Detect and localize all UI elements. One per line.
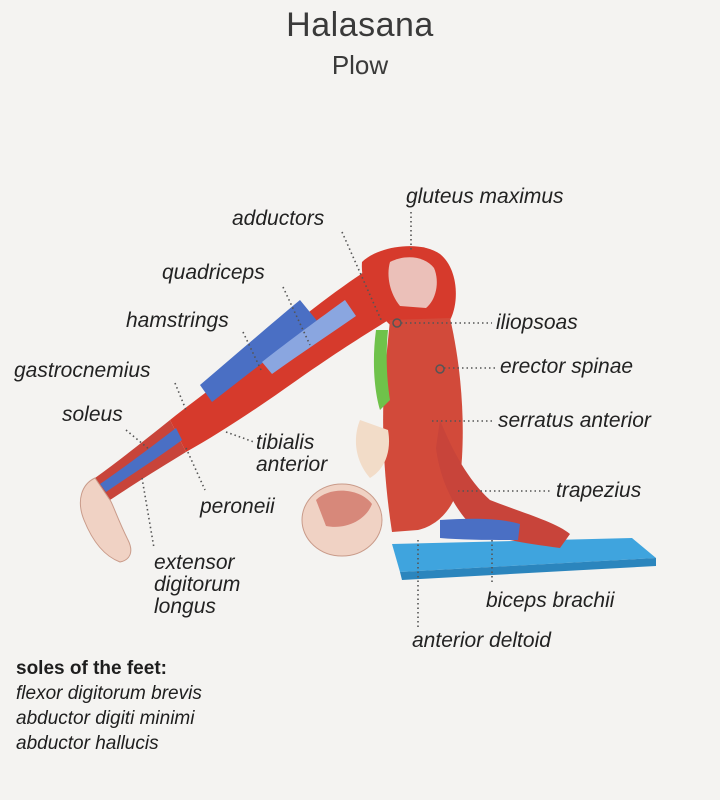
label-tibialis-anterior: tibialis anterior	[256, 432, 327, 476]
label-biceps-brachii: biceps brachii	[486, 589, 615, 612]
label-erector-spinae: erector spinae	[500, 355, 634, 378]
yoga-mat	[392, 538, 656, 572]
label-gastrocnemius: gastrocnemius	[14, 359, 151, 382]
label-iliopsoas: iliopsoas	[496, 311, 578, 334]
soles-heading: soles of the feet:	[16, 658, 167, 679]
label-adductors: adductors	[232, 207, 325, 230]
page-subtitle: Plow	[331, 50, 389, 80]
label-peroneii: peroneii	[200, 495, 275, 518]
label-tibialis-line-1: tibialis	[256, 431, 315, 454]
label-gluteus-maximus: gluteus maximus	[406, 185, 564, 208]
soles-item: abductor digiti minimi	[16, 708, 195, 729]
label-edl-line-1: extensor	[154, 551, 235, 574]
soles-item: flexor digitorum brevis	[16, 683, 202, 704]
label-edl-line-2: digitorum	[154, 573, 241, 596]
label-serratus-anterior: serratus anterior	[498, 409, 651, 432]
page-title: Halasana	[286, 6, 434, 44]
label-hamstrings: hamstrings	[126, 309, 229, 332]
soles-item: abductor hallucis	[16, 733, 159, 754]
arm	[436, 420, 570, 548]
soles-list: soles of the feet: flexor digitorum brev…	[16, 656, 202, 756]
label-soleus: soleus	[62, 403, 123, 426]
label-tibialis-line-2: anterior	[256, 453, 328, 476]
label-quadriceps: quadriceps	[162, 261, 265, 284]
label-extensor-digitorum-longus: extensor digitorum longus	[154, 552, 240, 618]
foot	[80, 477, 132, 563]
label-edl-line-3: longus	[154, 595, 216, 618]
torso	[383, 318, 463, 532]
label-anterior-deltoid: anterior deltoid	[412, 629, 551, 652]
label-trapezius: trapezius	[556, 479, 642, 502]
